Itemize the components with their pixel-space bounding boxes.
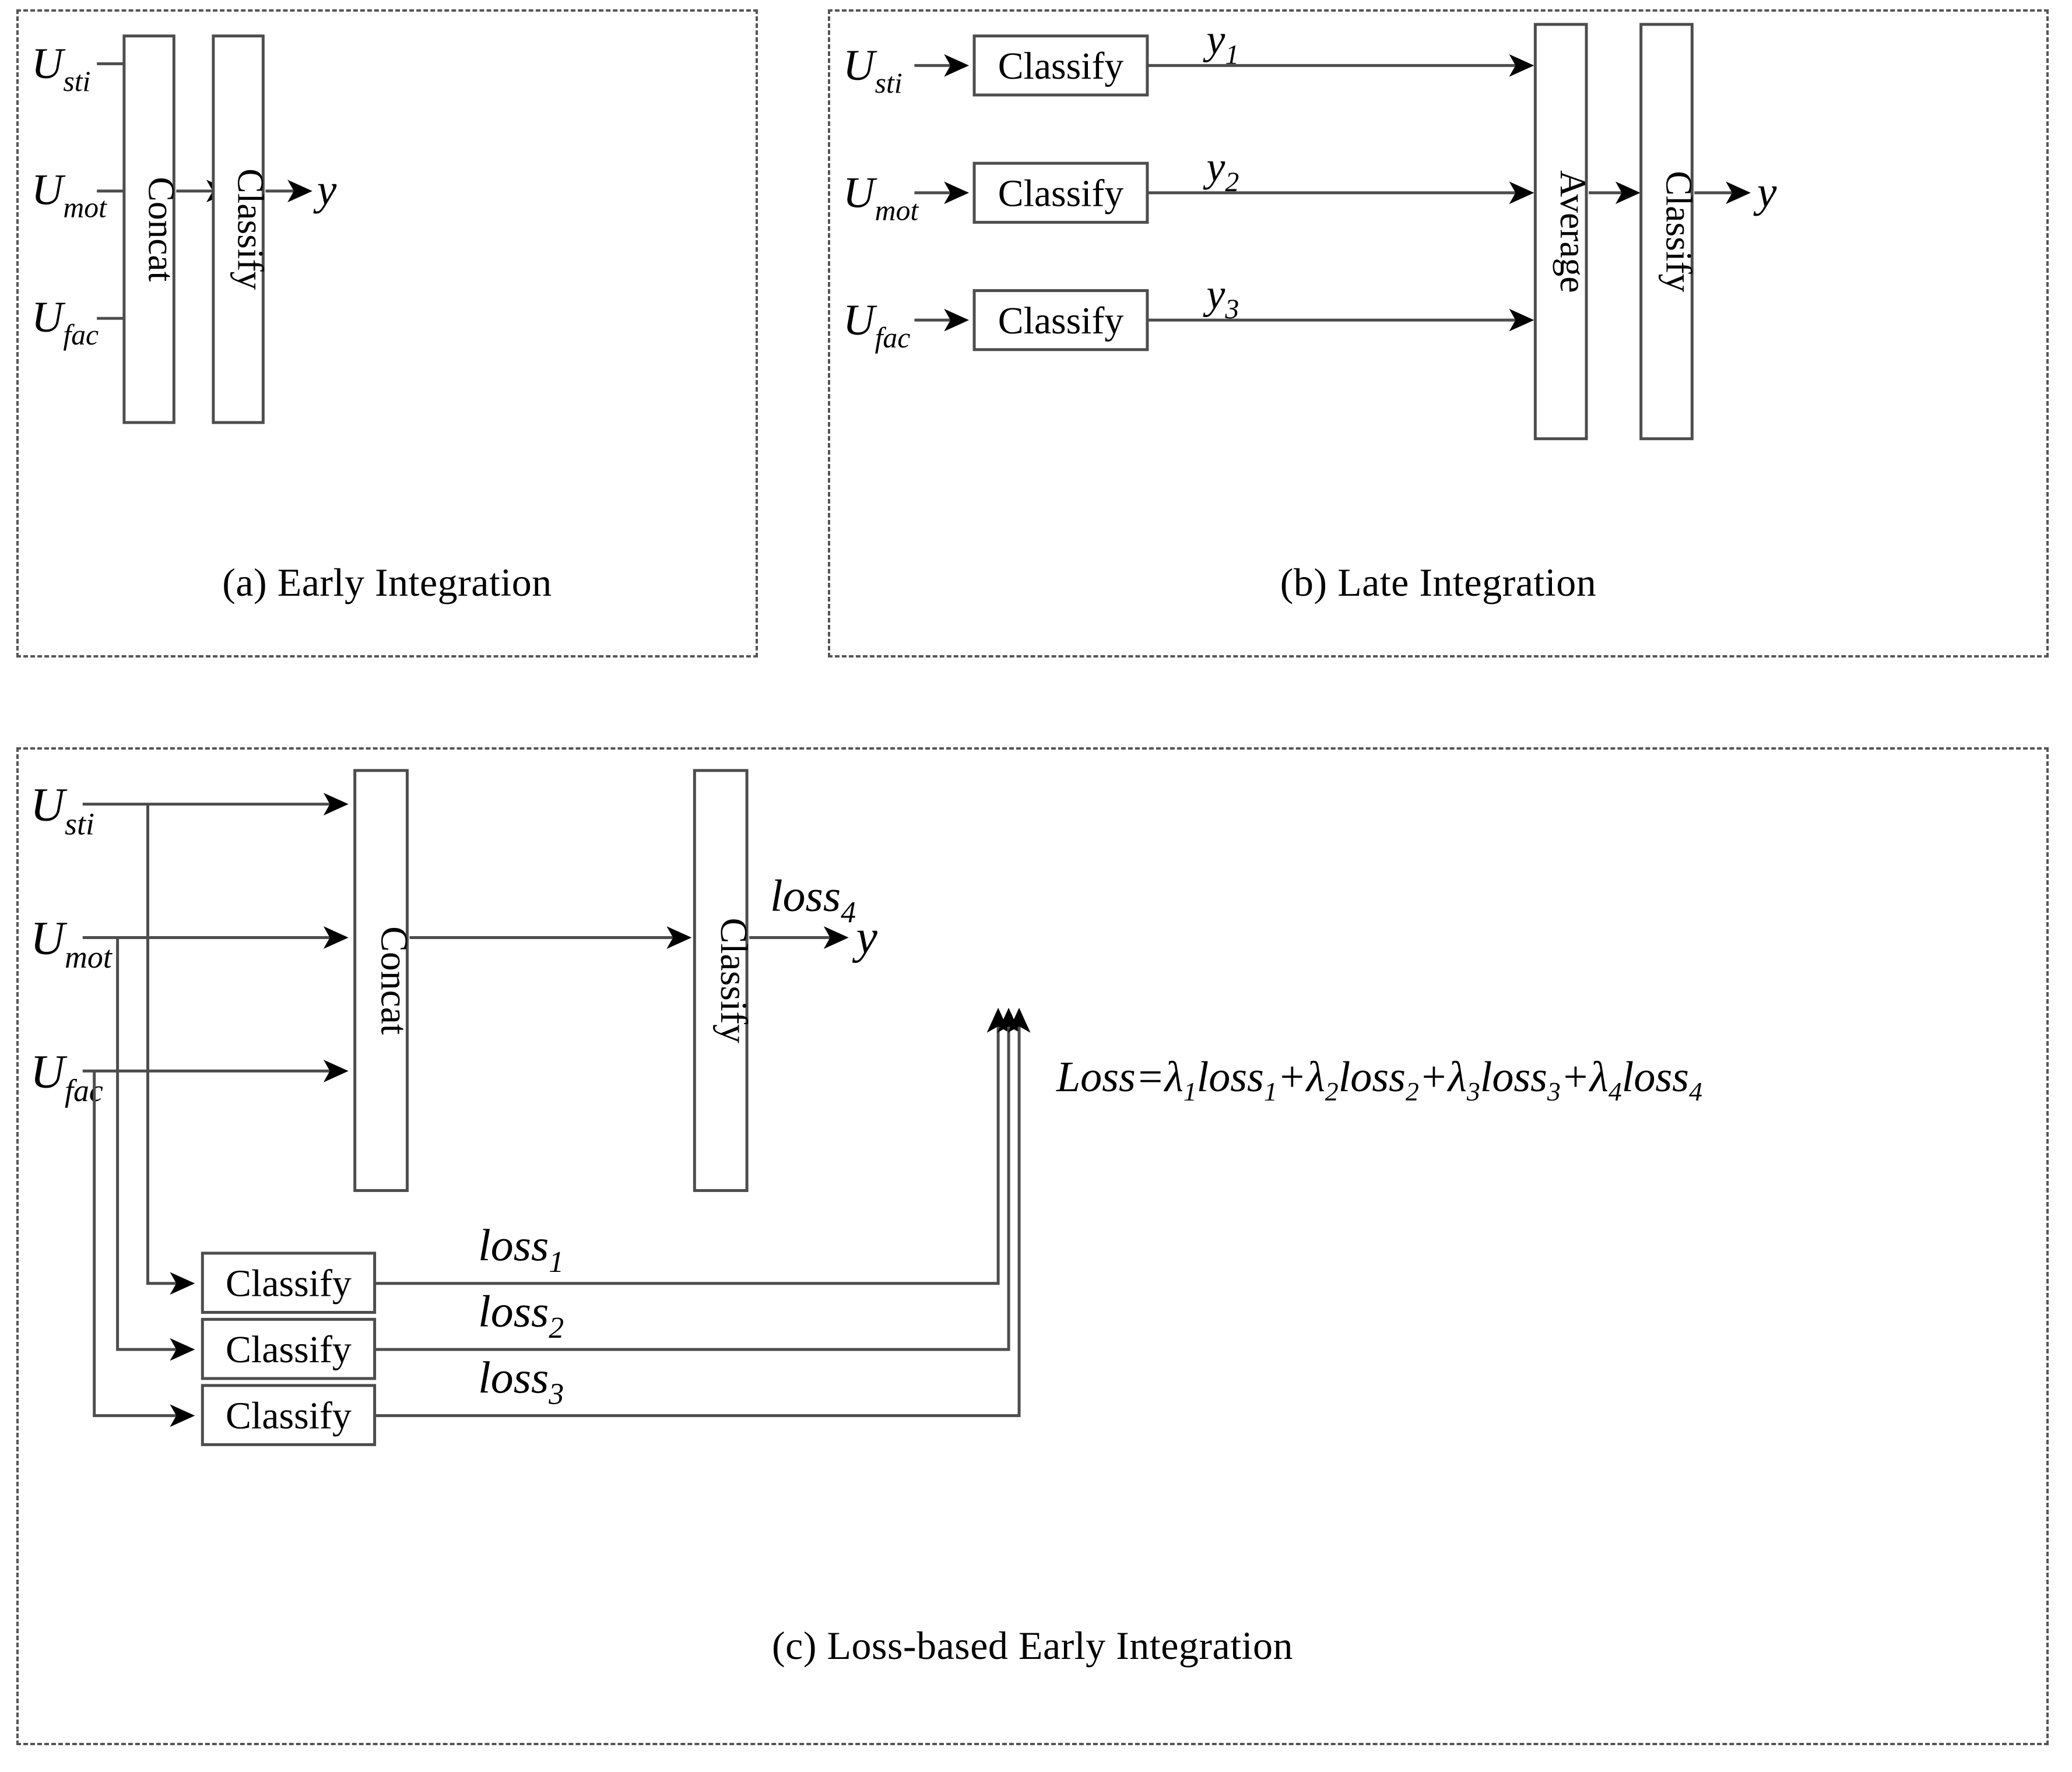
aux-loss-label-loss1: loss1 [478, 1220, 564, 1279]
panel-a-caption: (a) Early Integration [222, 560, 552, 604]
panel-a-diagram: Usti Umot Ufac Concat Classify y [31, 34, 337, 424]
block-aux-classify-1-label: Classify [226, 1263, 352, 1305]
panel-c-diagram: Usti Umot Ufac Concat Classify loss4 y C… [30, 769, 1031, 1446]
block-branch-classify-1-label: Classify [998, 45, 1124, 87]
aux-loss-label-loss2: loss2 [478, 1286, 564, 1345]
loss-equation-term-4: loss [1621, 1053, 1689, 1101]
branch-ufac-to-aux-classify-3 [93, 1071, 195, 1428]
input-label-usti: Usti [843, 41, 902, 99]
block-final-classify-label: Classify [1658, 171, 1699, 292]
input-label-ufac: Ufac [843, 296, 911, 354]
input-label-usti: Usti [30, 778, 94, 842]
input-label-usti: Usti [31, 40, 90, 97]
block-final-classify [1639, 23, 1694, 441]
block-concat [353, 769, 409, 1192]
block-aux-classify-3-label: Classify [226, 1395, 352, 1437]
branch-output-label-y3: y3 [1203, 271, 1239, 325]
block-aux-classify-2-label: Classify [226, 1328, 352, 1371]
wire-loss1-to-output [374, 1007, 1010, 1285]
output-label-y: y [313, 166, 337, 215]
block-branch-classify-3-label: Classify [998, 300, 1124, 342]
wire-loss3-to-output [374, 1007, 1031, 1418]
loss-equation-eq: = [1135, 1053, 1165, 1101]
input-label-umot: Umot [31, 166, 107, 224]
loss-equation: Loss=λ1loss1+λ2loss2+λ3loss3+λ4loss4 [1056, 1053, 1702, 1106]
main-loss-label-loss4: loss4 [770, 871, 856, 930]
block-average [1533, 23, 1588, 441]
block-aux-classify-1 [201, 1251, 377, 1314]
block-concat-label: Concat [141, 177, 182, 282]
branch-output-label-y1: y1 [1203, 17, 1239, 71]
block-concat-label: Concat [373, 926, 416, 1035]
panel-late-integration: Usti Umot Ufac Classify Classify Classif… [828, 9, 2049, 658]
panel-b-caption: (b) Late Integration [1280, 560, 1597, 604]
aux-loss-label-loss3: loss3 [478, 1352, 564, 1411]
output-label-y: y [1753, 168, 1777, 217]
block-concat [122, 34, 175, 424]
block-aux-classify-3 [201, 1384, 377, 1446]
input-label-umot: Umot [30, 911, 113, 975]
loss-equation-term-1: loss [1196, 1053, 1264, 1101]
panel-loss-based-early-integration: Usti Umot Ufac Concat Classify loss4 y C… [16, 747, 2049, 1745]
block-average-label: Average [1553, 170, 1594, 293]
input-label-umot: Umot [843, 169, 919, 227]
loss-equation-lhs: Loss [1056, 1053, 1136, 1101]
input-label-ufac: Ufac [31, 293, 99, 351]
panel-c-caption: (c) Loss-based Early Integration [772, 1623, 1293, 1668]
loss-equation-term-3: loss [1480, 1053, 1547, 1101]
block-main-classify [693, 769, 749, 1192]
block-classify-label: Classify [230, 168, 272, 290]
input-label-ufac: Ufac [30, 1045, 103, 1108]
block-classify [212, 34, 265, 424]
block-branch-classify-2-label: Classify [998, 173, 1124, 215]
panel-early-integration: Usti Umot Ufac Concat Classify y (a) Ear… [16, 9, 758, 658]
block-main-classify-label: Classify [712, 917, 755, 1043]
wire-loss2-to-output [374, 1007, 1020, 1351]
branch-output-label-y2: y2 [1203, 144, 1239, 198]
branch-usti-to-aux-classify-1 [146, 804, 195, 1295]
panel-b-diagram: Usti Umot Ufac Classify Classify Classif… [843, 17, 1777, 441]
output-label-y: y [852, 910, 878, 963]
branch-umot-to-aux-classify-2 [116, 937, 195, 1361]
loss-equation-term-2: loss [1338, 1053, 1406, 1101]
